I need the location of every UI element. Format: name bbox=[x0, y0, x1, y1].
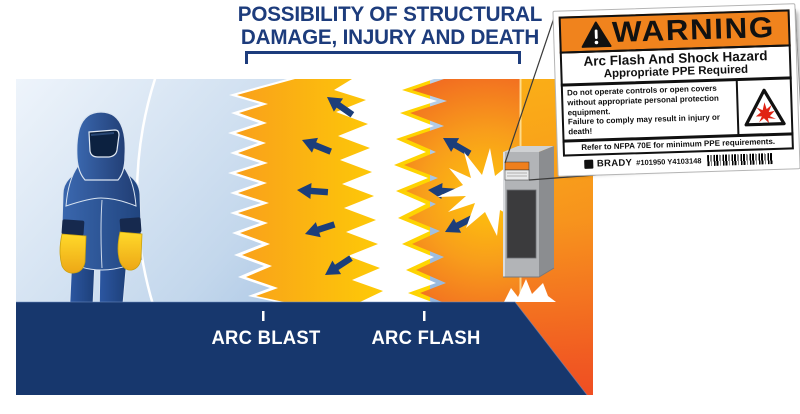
left-glove bbox=[59, 233, 87, 274]
title-line-1: POSSIBILITY OF STRUCTURAL bbox=[237, 2, 543, 26]
panel-door bbox=[506, 189, 537, 259]
warning-body: Do not operate controls or open covers w… bbox=[560, 76, 794, 143]
brady-logo-icon bbox=[583, 160, 594, 170]
warning-label-card: WARNING Arc Flash And Shock Hazard Appro… bbox=[552, 3, 800, 178]
brand-name: BRADY bbox=[596, 157, 633, 170]
page-title: POSSIBILITY OF STRUCTURAL DAMAGE, INJURY… bbox=[237, 2, 543, 49]
floor bbox=[16, 302, 587, 395]
hood-visor bbox=[88, 129, 120, 158]
arc-flash-pictogram bbox=[735, 78, 792, 136]
panel-warning-label bbox=[504, 161, 530, 181]
signal-word: WARNING bbox=[611, 11, 775, 49]
warning-body-text: Do not operate controls or open covers w… bbox=[563, 80, 738, 140]
floor-tick-marks bbox=[262, 311, 426, 321]
title-line-2: DAMAGE, INJURY AND DEATH bbox=[240, 24, 540, 49]
right-glove bbox=[117, 231, 143, 271]
white-shock-band bbox=[334, 79, 437, 302]
warning-label-header: WARNING bbox=[558, 9, 791, 54]
arc-blast-label: ARC BLAST bbox=[211, 328, 321, 349]
warning-triangle-icon bbox=[581, 21, 612, 48]
title-span-bracket bbox=[245, 51, 521, 64]
arc-flash-label: ARC FLASH bbox=[371, 328, 481, 349]
part-number: #101950 Y4103148 bbox=[636, 156, 702, 168]
barcode bbox=[707, 153, 774, 167]
arc-flash-pictogram-icon bbox=[744, 88, 786, 126]
floor-flash-burst bbox=[504, 279, 556, 302]
warning-body-paragraph-2: Failure to comply may result in injury o… bbox=[567, 113, 721, 137]
electrical-panel bbox=[503, 146, 555, 278]
